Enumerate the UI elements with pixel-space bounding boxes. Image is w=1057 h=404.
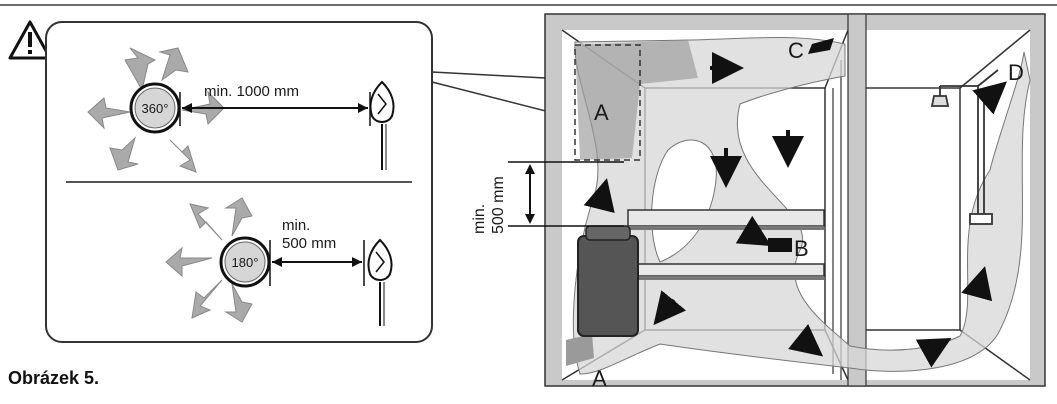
angle-360-label: 360°	[142, 101, 169, 116]
zone-a-bottom-vent	[566, 334, 594, 366]
zone-a-vent	[574, 40, 698, 161]
figure-caption: Obrázek 5.	[8, 368, 100, 388]
heater-icon	[577, 225, 639, 337]
airflow-path	[572, 37, 1031, 375]
height-dimension	[508, 161, 624, 227]
zone-label-c: C	[788, 38, 804, 63]
warning-icon	[8, 20, 52, 60]
arrow-icon	[583, 52, 1008, 368]
height-label-2: 500 mm	[490, 176, 507, 234]
top-rule	[0, 4, 1057, 6]
sauna-bench	[627, 263, 825, 280]
height-label-1: min.	[471, 204, 488, 234]
sauna-bench	[627, 209, 825, 230]
distance-half-label-1: min.	[282, 217, 310, 234]
zone-label-b: B	[794, 236, 809, 261]
distance-half-label-2: 500 mm	[282, 235, 336, 252]
zone-c-vent	[808, 38, 834, 54]
zone-label-a-top: A	[594, 100, 609, 125]
inset-panel	[45, 21, 433, 343]
zone-label-a-bottom: A	[592, 366, 607, 391]
zone-label-d: D	[1008, 60, 1024, 85]
distance-full-label: min. 1000 mm	[204, 83, 299, 100]
angle-180-label: 180°	[232, 255, 259, 270]
sensor-icon	[369, 80, 395, 170]
zone-b-vent	[768, 238, 792, 252]
fan-icon	[165, 197, 271, 323]
sensor-icon	[367, 238, 393, 326]
